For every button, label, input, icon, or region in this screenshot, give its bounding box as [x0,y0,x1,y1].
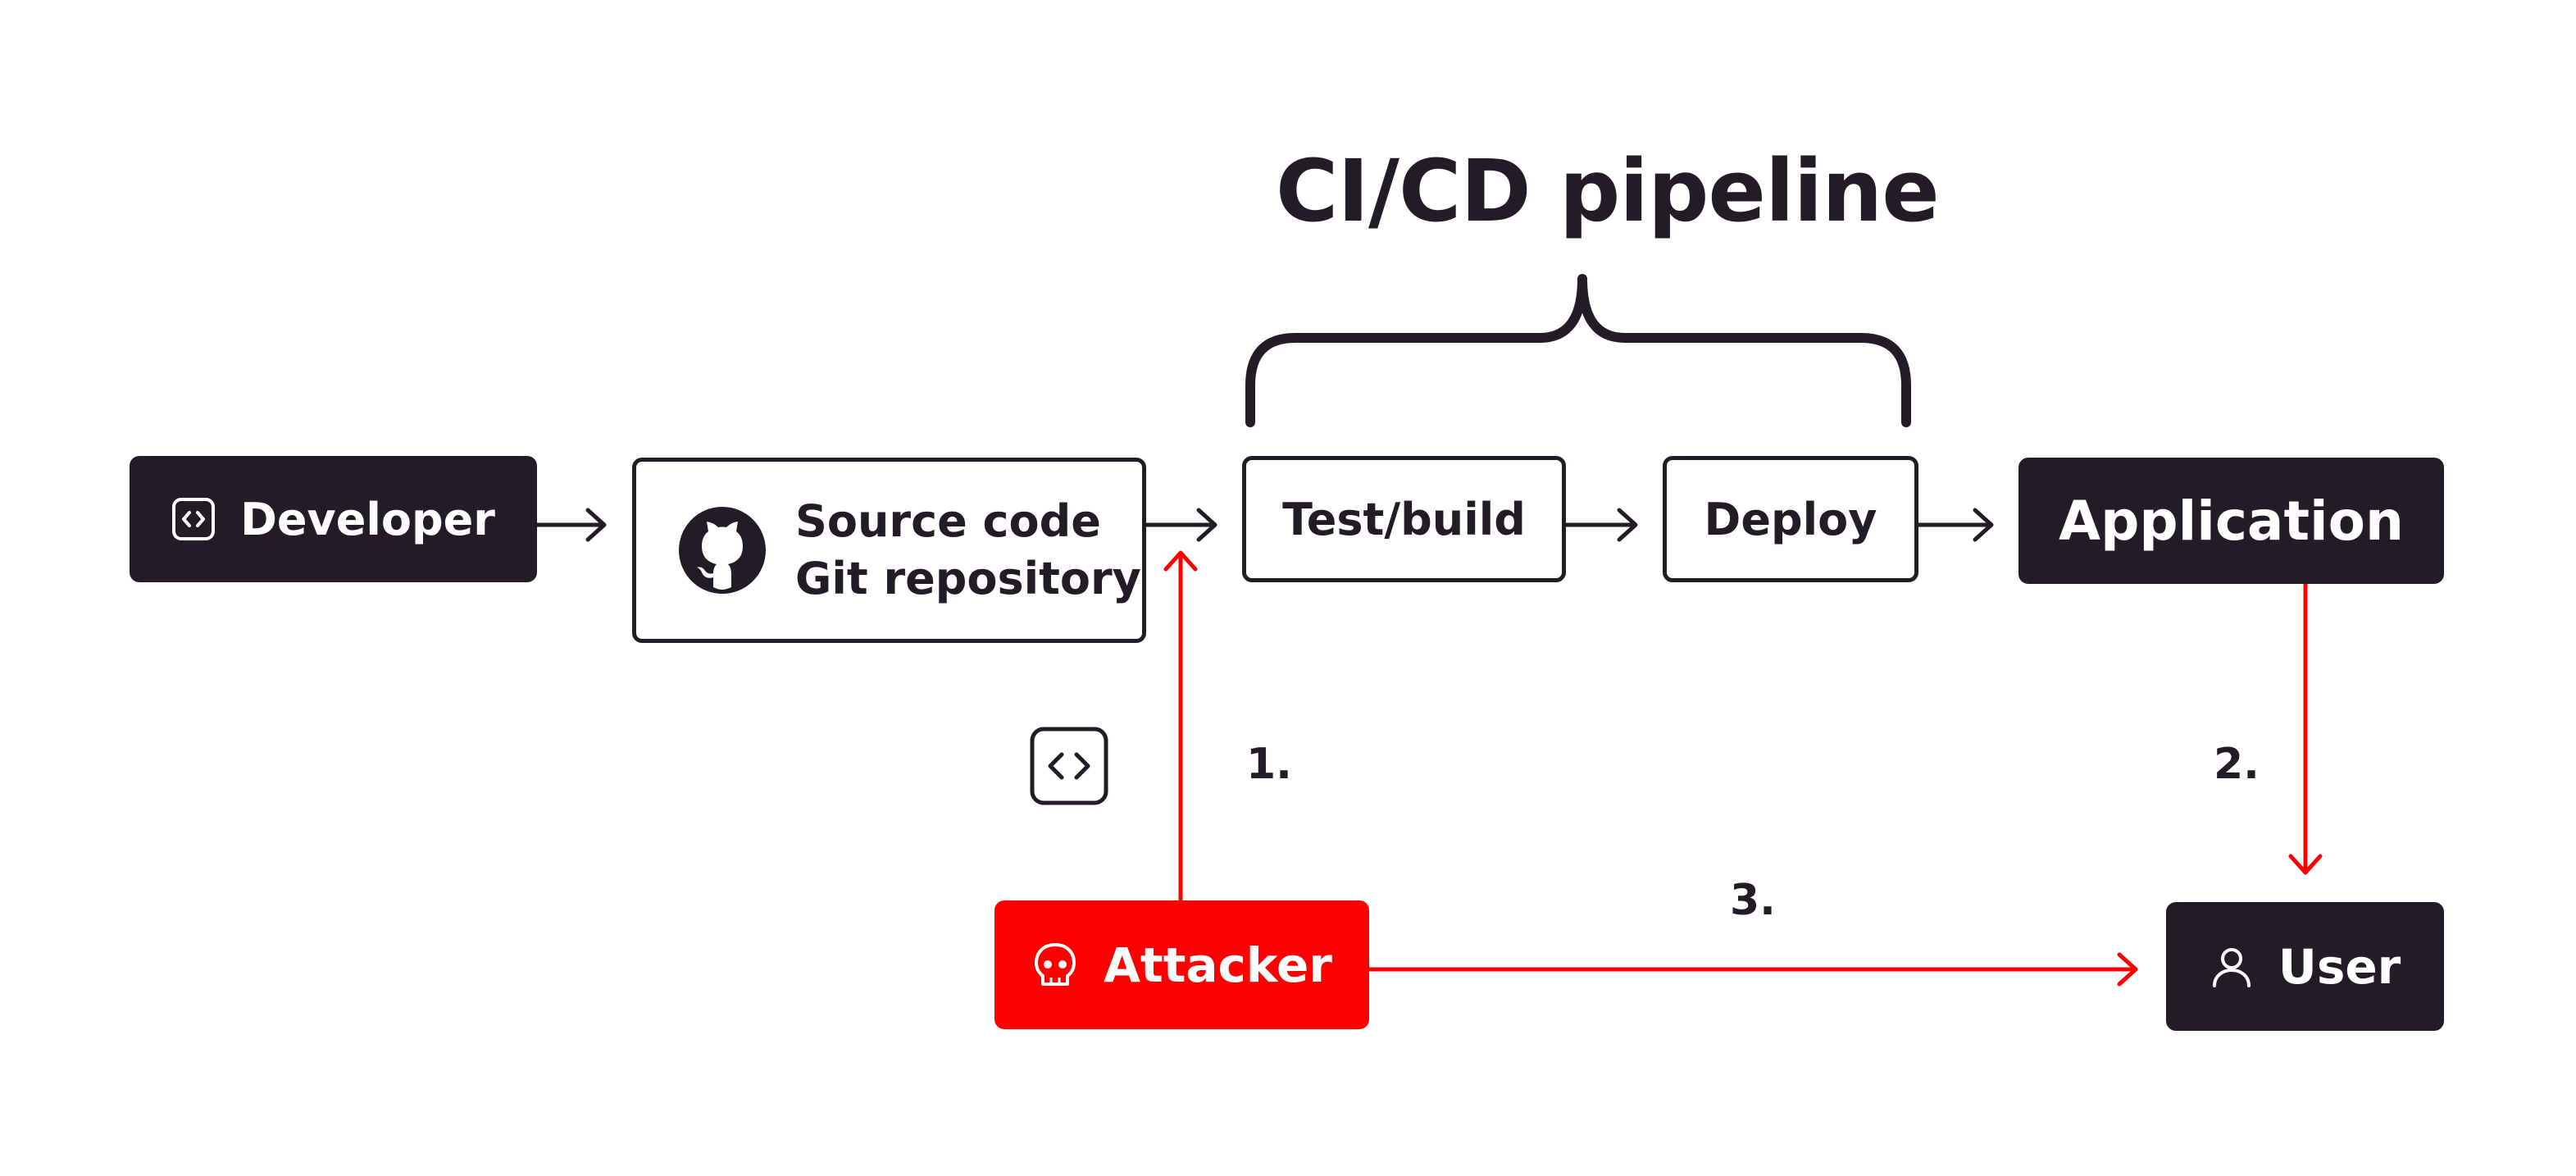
test-build-label: Test/build [1282,493,1526,545]
pipeline-brace [1245,274,1911,427]
arrowhead-source-to-test [1196,508,1217,542]
user-node[interactable]: User [2166,902,2444,1031]
code-icon [172,498,216,540]
user-icon [2212,947,2251,987]
developer-label: Developer [240,493,495,545]
step-2-label: 2. [2214,740,2260,789]
step-3-label: 3. [1730,876,1776,925]
attacker-label: Attacker [1104,937,1332,993]
arrowhead-developer-to-source [585,508,607,542]
attacker-node[interactable]: Attacker [994,900,1369,1029]
arrowhead-test-to-deploy [1617,508,1638,542]
attack-arrowhead-to-user-down [2288,854,2323,875]
deploy-label: Deploy [1704,493,1877,545]
github-icon [679,507,766,594]
attack-arrowhead-to-user [2117,952,2138,987]
diagram-title: CI/CD pipeline [1276,141,1940,241]
deploy-node[interactable]: Deploy [1663,456,1918,582]
source-code-label: Source code [795,495,1101,547]
source-repository-node[interactable]: Source code Git repository [632,458,1146,643]
application-node[interactable]: Application [2018,458,2444,584]
developer-node[interactable]: Developer [130,456,537,582]
user-label: User [2278,938,2401,995]
step-1-label: 1. [1246,740,1292,789]
application-label: Application [2059,489,2404,553]
code-icon [1030,727,1108,805]
skull-icon [1035,942,1076,986]
test-build-node[interactable]: Test/build [1242,456,1566,582]
attack-arrowhead-to-repository [1163,550,1198,572]
arrowhead-deploy-to-application [1973,508,1994,542]
git-repository-label: Git repository [795,553,1141,604]
